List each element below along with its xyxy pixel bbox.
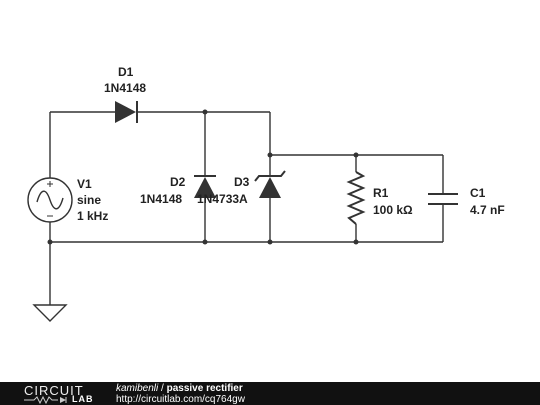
diode-triangle-icon (194, 177, 216, 198)
circuit-url-link[interactable]: http://circuitlab.com/cq764gw (116, 394, 245, 405)
diode-triangle-icon (115, 101, 136, 123)
junction-dot (353, 152, 359, 158)
schematic-canvas: D1 1N4148 V1 sine 1 kHz D2 1N4148 D3 1N4… (27, 65, 505, 322)
d1-part-label: 1N4148 (104, 81, 146, 95)
junctions (47, 109, 359, 245)
v1-source-symbol (27, 177, 73, 223)
d2-ref-label: D2 (170, 175, 186, 189)
wires (49, 111, 444, 305)
credit-line: kamibenli / passive rectifier (116, 383, 243, 394)
zener-bar (254, 170, 286, 182)
r1-value-label: 100 kΩ (373, 203, 413, 217)
logo-wave-icon (24, 396, 67, 404)
junction-dot (47, 239, 53, 245)
v1-value-label: 1 kHz (77, 209, 108, 223)
sine-wave-icon (36, 190, 64, 210)
d3-zener-symbol (254, 170, 286, 198)
junction-dot (202, 239, 208, 245)
junction-dot (202, 109, 208, 115)
author-link[interactable]: kamibenli (116, 383, 159, 394)
resistor-zigzag-icon (346, 171, 366, 225)
footer-bar: CIRCUIT LAB kamibenli / passive rectifie… (0, 382, 540, 405)
d1-ref-label: D1 (118, 65, 134, 79)
logo-text-circuit: CIRCUIT (24, 383, 84, 398)
v1-ref-label: V1 (77, 177, 92, 191)
d2-diode-symbol (194, 175, 216, 198)
junction-dot (353, 239, 359, 245)
v1-type-label: sine (77, 193, 101, 207)
c1-ref-label: C1 (470, 186, 486, 200)
d1-diode-symbol (115, 101, 138, 123)
d3-ref-label: D3 (234, 175, 250, 189)
zener-triangle-icon (259, 177, 281, 198)
credit-separator: / (158, 383, 167, 394)
logo-text-lab: LAB (72, 394, 94, 404)
c1-capacitor-symbol (428, 193, 458, 205)
circuit-title: passive rectifier (166, 383, 243, 394)
junction-dot (267, 152, 273, 158)
d2-part-label: 1N4148 (140, 192, 182, 206)
r1-ref-label: R1 (373, 186, 389, 200)
r1-resistor-symbol (346, 171, 366, 225)
junction-dot (267, 239, 273, 245)
ground-icon (32, 304, 68, 322)
c1-value-label: 4.7 nF (470, 203, 505, 217)
d3-part-label: 1N4733A (197, 192, 248, 206)
